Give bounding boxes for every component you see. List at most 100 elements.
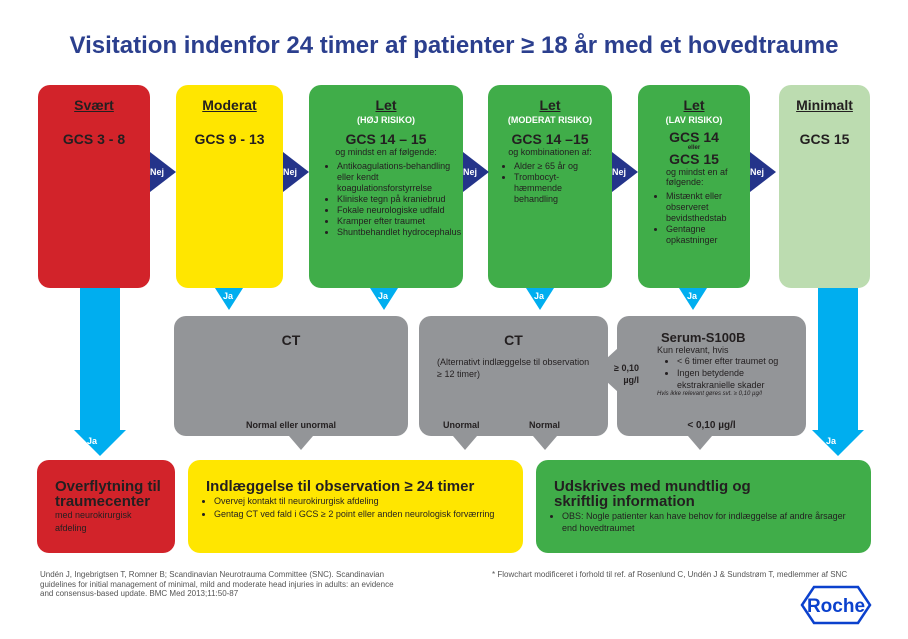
ct2-abnormal: Unormal [443,420,480,430]
page-title: Visitation indenfor 24 timer af patiente… [69,32,839,59]
box-severe: Svært GCS 3 - 8 [38,85,150,288]
mild-high-list: Antikoagulations-behandling eller kendt … [323,161,463,238]
list-item: Alder ≥ 65 år og [514,161,612,172]
nej-arrow-icon [750,152,776,192]
mild-high-heading: Let [375,97,397,113]
ja-label: Ja [87,436,98,446]
ja-label: Ja [687,291,698,301]
box-admission: Indlæggelse til observation ≥ 24 timer O… [188,460,523,553]
nej-arrow-icon [463,152,489,192]
mild-mod-heading: Let [539,97,561,113]
ct1-title: CT [281,332,301,348]
big-arrow-right [818,288,858,433]
list-item: Antikoagulations-behandling eller kendt … [337,161,463,194]
ja-arrow-icon [526,288,554,310]
mild-low-intro: og mindst en af følgende: [666,167,728,187]
mild-mod-sub: (MODERAT RISIKO) [507,115,593,125]
box-mild-moderate-risk: Let (MODERAT RISIKO) GCS 14 –15 og kombi… [488,85,612,288]
mild-high-gcs: GCS 14 – 15 [345,131,427,147]
svg-text:Roche: Roche [807,596,865,617]
ja-label: Ja [826,436,837,446]
nej-label: Nej [750,167,765,177]
list-item: Mistænkt eller observeret bevidsthedstab [666,191,736,224]
s100-note: Hvis ikke relevant gøres svt. ≥ 0,10 µg/… [657,391,762,397]
nej-arrow-icon [150,152,176,192]
box-mild-low-risk: Let (LAV RISIKO) GCS 14 eller GCS 15 og … [638,85,750,288]
admission-list: Overvej kontakt til neurokirurgisk afdel… [206,495,523,521]
footnote-text: * Flowchart modificeret i forhold til re… [492,570,848,579]
mild-mod-gcs: GCS 14 –15 [511,131,589,147]
ct2-normal: Normal [529,420,561,430]
list-item: Ingen betydende ekstrakranielle skader [677,367,777,391]
ja-label: Ja [378,291,389,301]
moderate-heading: Moderat [202,97,257,113]
s100-title: Serum-S100B [661,330,746,345]
down-arrow-icon [74,430,126,456]
down-arrow-icon [453,436,477,450]
moderate-gcs: GCS 9 - 13 [194,131,265,147]
s100-high: ≥ 0,10 µg/l [614,363,639,385]
list-item: Fokale neurologiske udfald [337,205,463,216]
mild-low-gcs2: GCS 15 [669,151,719,167]
mild-low-gcs: GCS 14 [669,129,719,145]
nej-label: Nej [463,167,478,177]
mild-high-sub: (HØJ RISIKO) [356,115,415,125]
ct2-title: CT [504,332,523,348]
severe-heading: Svært [74,97,114,113]
ja-arrow-icon [215,288,243,310]
ja-arrow-icon [370,288,398,310]
discharge-title: Udskrives med mundtlig og skriftlig info… [554,478,751,510]
list-item: Gentag CT ved fald i GCS ≥ 2 point eller… [214,508,523,521]
transfer-sub: med neurokirurgisk afdeling [55,510,132,533]
mild-mod-intro: og kombinationen af: [508,147,592,157]
ct2-note: (Alternativt indlæggelse til observation… [437,357,590,379]
box-transfer: Overflytning til traumecenter med neurok… [37,460,175,553]
list-item: Gentagne opkastninger [666,224,736,246]
ja-label: Ja [534,291,545,301]
box-moderate: Moderat GCS 9 - 13 [176,85,283,288]
box-ct-1: CT Normal eller unormal [174,316,408,436]
ja-label: Ja [223,291,234,301]
list-item: Trombocyt-hæmmende behandling [514,172,574,205]
minimal-gcs: GCS 15 [799,131,850,147]
down-arrow-icon [533,436,557,450]
box-ct-2: CT (Alternativt indlæggelse til observat… [419,316,608,436]
s100-low: < 0,10 µg/l [687,420,736,431]
left-arrow-icon [594,348,618,392]
ct1-outcome: Normal eller unormal [245,420,337,430]
s100-list: < 6 timer efter traumet og Ingen betyden… [667,355,806,391]
ja-arrow-icon [679,288,707,310]
nej-arrow-icon [612,152,638,192]
mild-low-or: eller [687,145,701,151]
reference-text: Undén J, Ingebrigtsen T, Romner B; Scand… [40,570,394,598]
s100-intro: Kun relevant, hvis [657,345,729,355]
down-arrow-icon [289,436,313,450]
box-discharge: Udskrives med mundtlig og skriftlig info… [536,460,871,553]
list-item: Shuntbehandlet hydrocephalus [337,227,463,238]
list-item: OBS: Nogle patienter kan have behov for … [562,510,862,534]
mild-low-heading: Let [683,97,705,113]
nej-label: Nej [612,167,627,177]
nej-arrow-icon [283,152,309,192]
down-arrow-icon [688,436,712,450]
severe-gcs: GCS 3 - 8 [62,131,126,147]
big-arrow-left [80,288,120,433]
down-arrow-icon [812,430,864,456]
admission-title: Indlæggelse til observation ≥ 24 timer [206,478,475,495]
nej-label: Nej [283,167,298,177]
minimal-heading: Minimalt [796,97,853,113]
box-mild-high-risk: Let (HØJ RISIKO) GCS 14 – 15 og mindst e… [309,85,463,288]
list-item: Overvej kontakt til neurokirurgisk afdel… [214,495,523,508]
mild-low-list: Mistænkt eller observeret bevidsthedstab… [652,191,736,246]
transfer-title: Overflytning til traumecenter [55,478,161,510]
mild-high-intro: og mindst en af følgende: [335,147,437,157]
mild-mod-list: Alder ≥ 65 år og Trombocyt-hæmmende beha… [500,161,612,205]
roche-logo: Roche [800,585,872,625]
list-item: < 6 timer efter traumet og [677,355,806,367]
nej-label: Nej [150,167,165,177]
list-item: Kliniske tegn på kraniebrud [337,194,463,205]
discharge-list: OBS: Nogle patienter kan have behov for … [554,510,862,534]
list-item: Kramper efter traumet [337,216,463,227]
mild-low-sub: (LAV RISIKO) [665,115,723,125]
